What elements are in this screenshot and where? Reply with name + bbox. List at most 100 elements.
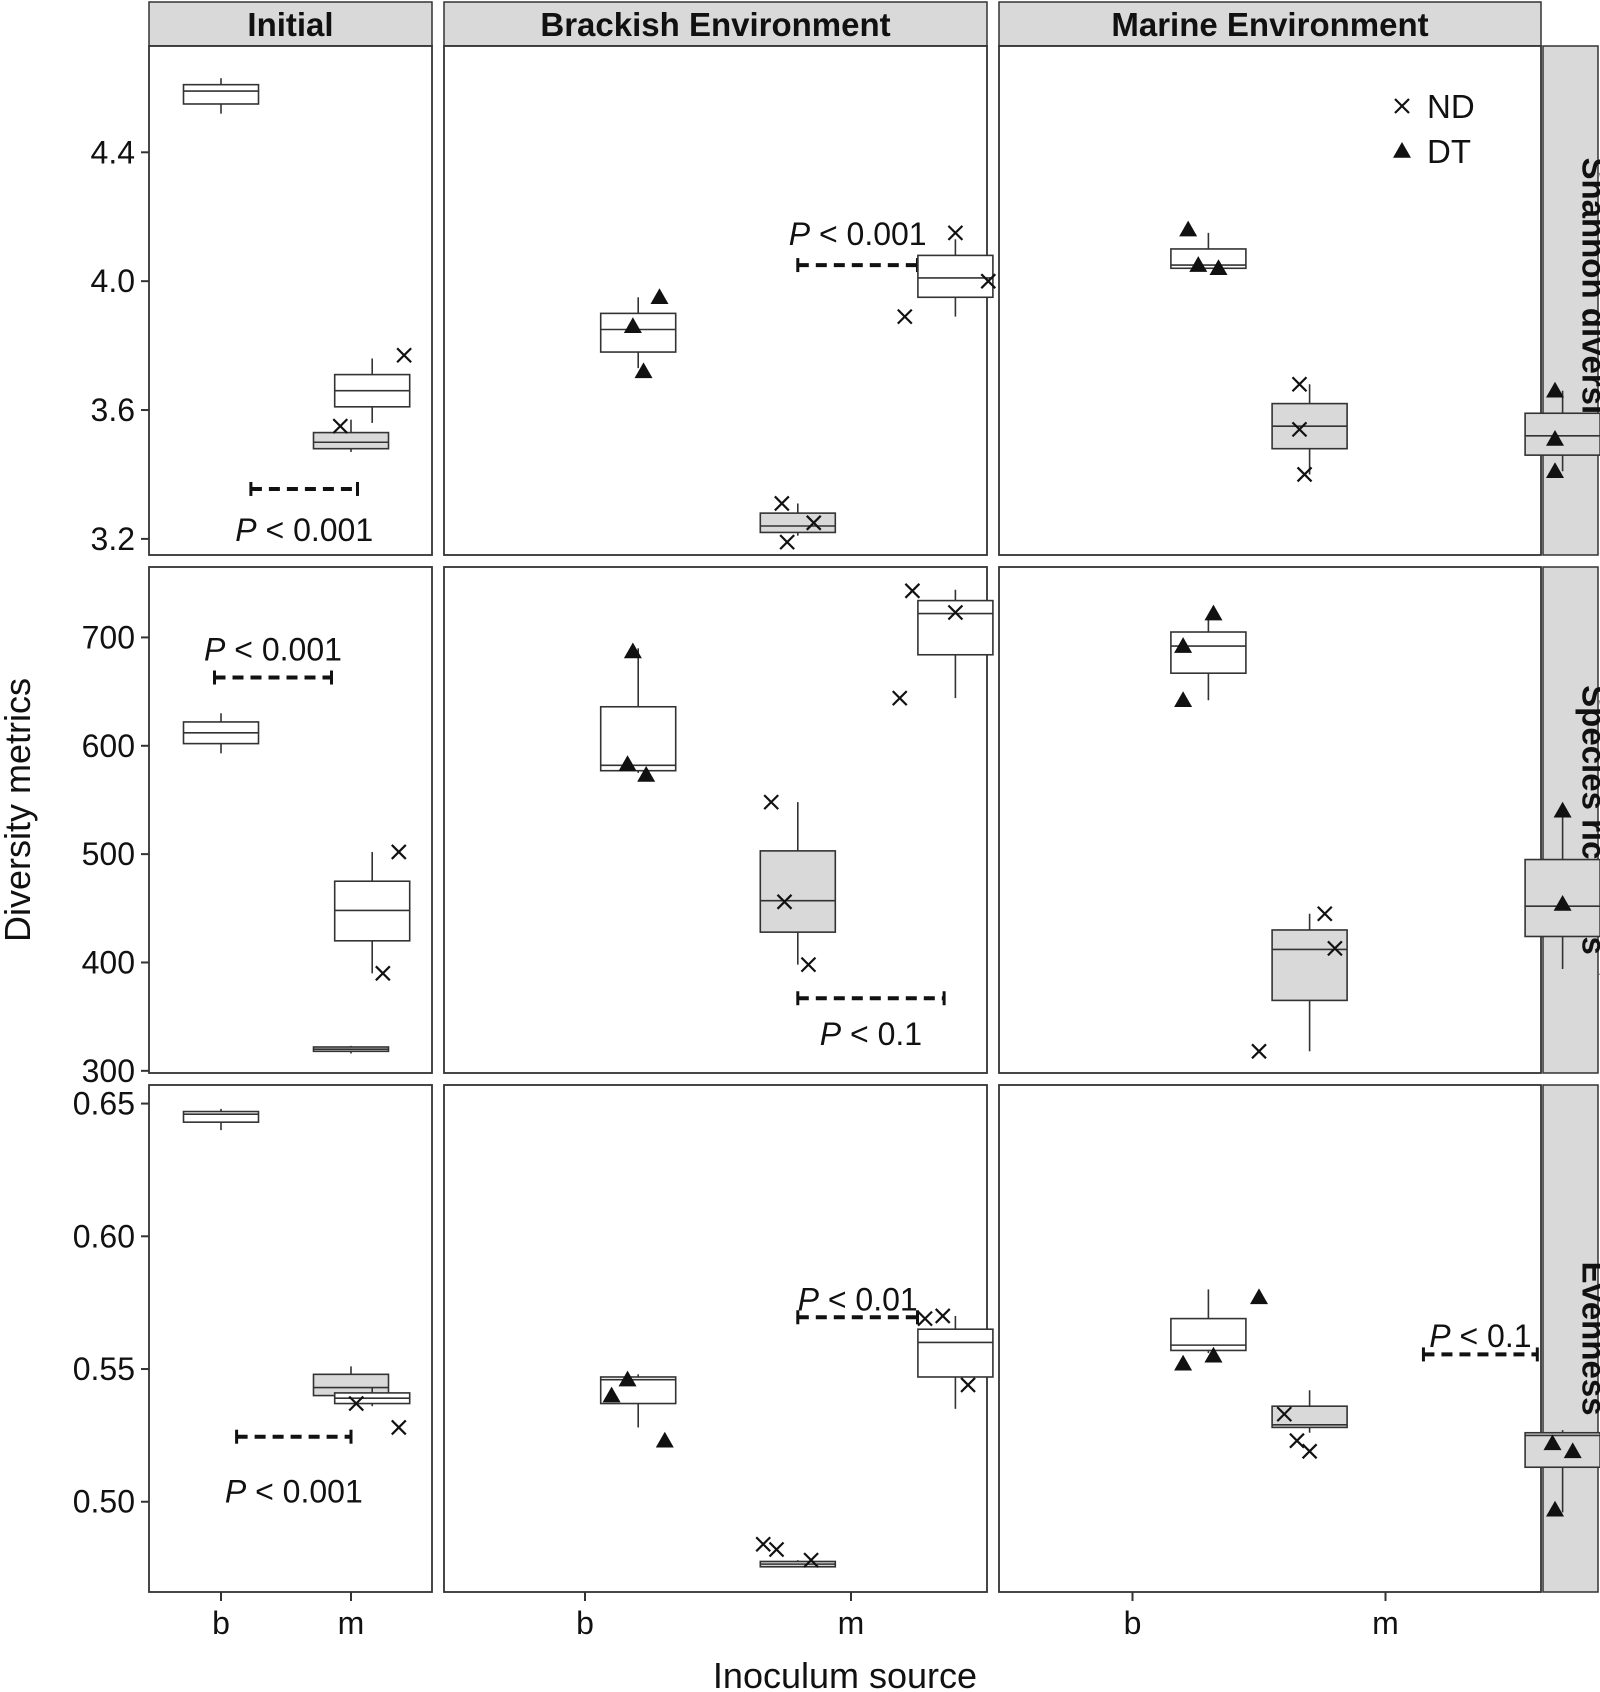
- p-value-label: P < 0.001: [789, 216, 927, 252]
- point-nd-stroke: [768, 1541, 785, 1558]
- panel-border: [998, 45, 1542, 556]
- panel-border: [998, 566, 1542, 1074]
- point-dt: [623, 317, 642, 334]
- point-nd: [800, 956, 817, 973]
- point-nd-stroke: [805, 515, 822, 531]
- p-symbol: P: [225, 1474, 247, 1510]
- y-tick-label: 3.2: [91, 521, 135, 557]
- p-value-text: < 0.001: [246, 1474, 363, 1510]
- point-dt: [1179, 220, 1198, 237]
- y-tick-label: 0.55: [73, 1351, 135, 1387]
- p-value-label: P < 0.1: [1429, 1318, 1531, 1354]
- panel-evenness-brackish-environment: P < 0.01: [333, 1084, 1103, 1593]
- point-dt: [1174, 637, 1193, 653]
- box-b: [182, 1108, 260, 1131]
- y-axes: 3.23.64.04.43004005006007000.500.550.600…: [73, 134, 149, 1520]
- point-nd: [1291, 421, 1308, 438]
- point-nd-stroke: [332, 418, 349, 434]
- box-iqr: [1524, 412, 1600, 456]
- box-iqr: [599, 705, 677, 772]
- box-m: [1524, 801, 1600, 975]
- p-value-text: < 0.1: [1451, 1318, 1532, 1354]
- point-nd-stroke: [960, 1377, 976, 1393]
- point-nd-stroke: [763, 794, 779, 810]
- strip-label: Marine Environment: [1111, 6, 1428, 43]
- panel-shannon-diversity-marine-environment: [897, 45, 1600, 556]
- point-nd: [1327, 940, 1343, 957]
- y-tick-label: 0.65: [73, 1086, 135, 1122]
- point-nd: [1276, 1406, 1293, 1422]
- point-nd: [1291, 376, 1308, 393]
- x-tick-label: b: [1124, 1605, 1142, 1641]
- box-b: [182, 78, 260, 114]
- box-b: [599, 642, 677, 782]
- point-nd-stroke: [803, 1552, 819, 1568]
- strip-label: Brackish Environment: [540, 6, 890, 43]
- point-nd: [805, 515, 822, 531]
- box-m: [759, 794, 837, 973]
- box-b: [599, 1370, 677, 1448]
- point-nd: [768, 1541, 785, 1558]
- point-dt: [618, 1370, 637, 1387]
- strip-initial: Initial: [148, 1, 433, 47]
- point-nd-stroke: [391, 844, 407, 860]
- box-iqr: [759, 850, 837, 933]
- point-nd: [763, 794, 779, 810]
- point-nd: [917, 1310, 933, 1327]
- box-m: [1271, 1390, 1348, 1460]
- panel-border: [998, 1084, 1542, 1593]
- box-iqr: [1170, 248, 1247, 270]
- point-dt: [1546, 381, 1565, 398]
- p-value-text: < 0.001: [810, 216, 927, 252]
- x-axis-title: Inoculum source: [713, 1655, 977, 1692]
- point-dt: [1189, 256, 1208, 272]
- point-nd-stroke: [1291, 421, 1308, 438]
- y-tick-label: 4.0: [91, 263, 135, 299]
- point-nd-stroke: [934, 1308, 951, 1324]
- point-nd-stroke: [917, 1310, 933, 1327]
- point-nd-stroke: [1289, 1432, 1305, 1449]
- significance-annotation: P < 0.001: [225, 1429, 363, 1510]
- point-dt: [1563, 1442, 1582, 1459]
- point-nd-stroke: [1317, 905, 1333, 922]
- legend-x-icon: [1394, 98, 1410, 114]
- panel-border: [443, 1084, 988, 1593]
- point-nd: [897, 308, 913, 325]
- point-dt: [623, 642, 642, 659]
- box-m: [1524, 1430, 1600, 1517]
- point-nd: [1251, 1043, 1267, 1060]
- point-nd-stroke: [755, 1536, 771, 1552]
- y-tick-label: 600: [82, 728, 135, 764]
- p-symbol: P: [1429, 1318, 1451, 1354]
- column-strips: Initial Brackish Environment Marine Enviro…: [148, 1, 1542, 47]
- x-tick-label: m: [838, 1605, 865, 1641]
- panel-species-richness-marine-environment: [891, 566, 1600, 1074]
- point-dt: [1546, 1500, 1565, 1517]
- point-nd: [960, 1377, 976, 1393]
- point-nd: [803, 1552, 819, 1568]
- strip-marine-environment: Marine Environment: [998, 1, 1542, 47]
- point-nd: [755, 1536, 771, 1552]
- point-dt: [1209, 259, 1228, 276]
- panel-border: [443, 45, 988, 556]
- point-nd-stroke: [1276, 1406, 1293, 1422]
- point-nd-stroke: [375, 965, 391, 982]
- point-nd-stroke: [1291, 376, 1308, 393]
- point-nd: [1301, 1443, 1318, 1460]
- x-tick-label: b: [576, 1605, 594, 1641]
- panel-border: [148, 566, 433, 1074]
- point-nd-stroke: [904, 583, 921, 599]
- box-b: [182, 713, 260, 754]
- point-nd: [375, 965, 391, 982]
- box-iqr: [759, 512, 837, 534]
- box-m: [755, 1536, 837, 1568]
- strip-evenness: Evenness: [1542, 1084, 1600, 1593]
- y-tick-label: 700: [82, 619, 135, 655]
- point-nd-stroke: [779, 534, 795, 550]
- box-b: [1170, 220, 1247, 276]
- p-symbol: P: [789, 216, 811, 252]
- box-b: [599, 288, 677, 379]
